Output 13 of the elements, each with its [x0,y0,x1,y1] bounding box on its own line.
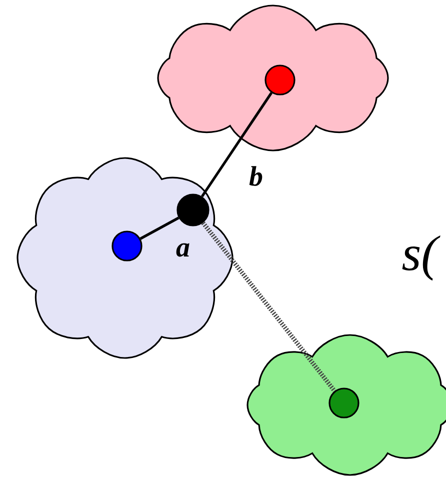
line [200,92,273,198]
point-dot [112,230,142,262]
edge-label: a [176,243,190,257]
line [140,216,180,240]
dotted-line [201,221,336,392]
cluster-cloud [246,334,446,476]
cluster-cloud [16,157,234,359]
point-dot [264,64,296,96]
point-dot [176,194,210,226]
cluster-cloud [157,4,389,152]
edge-label: b [249,166,262,186]
formula-text: s( [402,235,440,281]
point-dot [328,388,360,418]
